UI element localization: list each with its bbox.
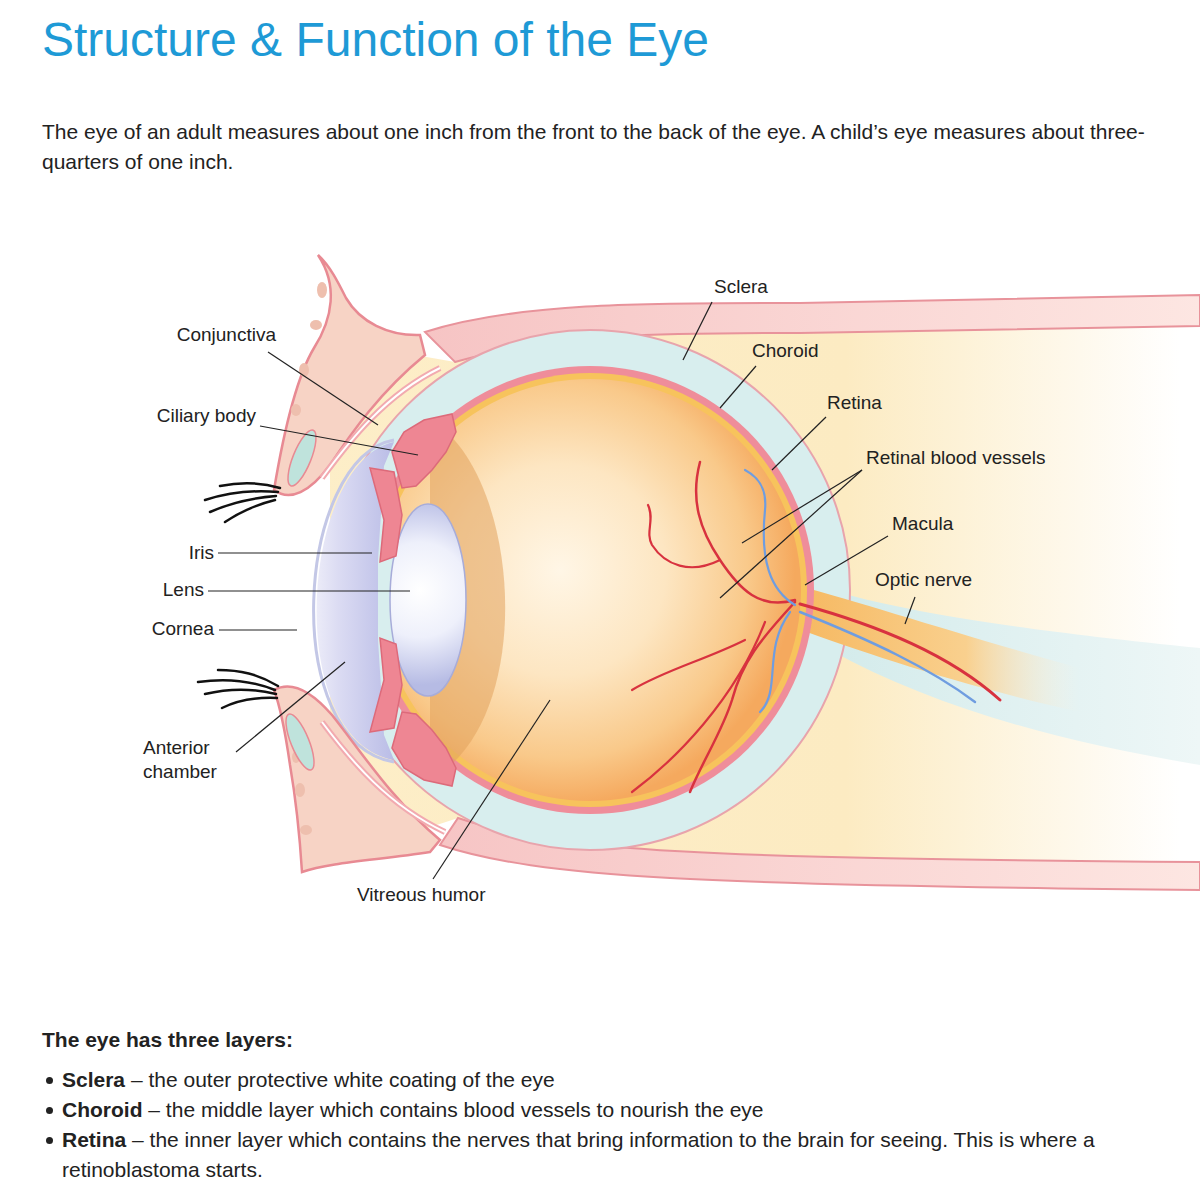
part-label: Choroid [752,340,819,362]
lens [390,504,466,696]
vein [760,612,790,712]
eyelash [225,500,275,522]
iris [370,468,402,562]
section-heading: The eye has three layers: [42,1025,293,1055]
eyelash [210,496,276,512]
leader-line [905,597,915,624]
bone-texture [291,404,301,416]
part-label: Retina [827,392,882,414]
ciliary-body [392,414,456,488]
bone-texture [299,363,309,377]
layer-description: – the outer protective white coating of … [131,1068,555,1091]
conjunctiva [322,722,445,832]
eyelashes [198,483,280,708]
part-label: Cornea [152,618,214,640]
leader-line [236,662,345,752]
blood-vessels [632,462,1000,792]
artery [690,602,795,792]
bullet-dot [46,1107,53,1114]
part-label: Sclera [714,276,768,298]
layer-name: Choroid [62,1098,142,1121]
page-title: Structure & Function of the Eye [42,12,709,68]
leader-line [433,700,550,879]
part-label: Anterior chamber [143,736,243,784]
optic-nerve [796,585,1080,712]
iris [370,638,402,732]
part-label: Conjunctiva [177,324,276,346]
leader-lines [208,302,915,879]
artery [632,640,745,690]
leader-line [219,629,297,630]
part-label: Macula [892,513,953,535]
bullet-item: Choroid – the middle layer which contains… [62,1095,1188,1125]
conjunctiva [322,368,440,478]
intro-text: The eye of an adult measures about one i… [42,117,1182,177]
leader-line [742,470,862,543]
retina [396,373,807,807]
part-label: Iris [189,542,214,564]
ciliary-body [392,712,456,786]
leader-line [720,366,756,408]
bullet-dot [46,1137,53,1144]
leader-line [218,552,372,553]
part-label: Vitreous humor [357,884,486,906]
layer-name: Retina [62,1128,126,1151]
choroid [396,366,814,814]
bullet-item: Sclera – the outer protective white coati… [62,1065,1188,1095]
leader-line [208,590,410,591]
eyelash [220,483,280,488]
bone-texture [310,320,322,330]
leader-line [260,426,418,455]
artery [632,622,765,792]
artery [696,462,795,603]
bone-texture [317,282,327,298]
part-label: Retinal blood vessels [866,447,1046,469]
leader-line [683,302,712,360]
eyelash [222,698,277,708]
leader-line [772,417,826,470]
vitreous-humor [396,379,801,801]
bullet-dot [46,1077,53,1084]
layer-description: – the inner layer which contains the ner… [62,1128,1095,1181]
eyelash [205,690,276,695]
bone-texture [300,825,312,835]
bone-texture [295,783,305,797]
conjunctiva [322,722,445,832]
tarsal-plate [280,711,319,773]
lower-eyelid [274,686,440,872]
globe-interior [396,366,814,814]
part-label: Ciliary body [157,405,256,427]
sclera [330,330,850,850]
upper-eyelid [274,255,425,495]
leader-line [268,352,378,425]
leader-line [720,470,862,598]
eyelash [218,670,278,686]
layer-description: – the middle layer which contains blood … [148,1098,763,1121]
part-label: Optic nerve [875,569,972,591]
part-label: Lens [163,579,204,601]
layer-name: Sclera [62,1068,125,1091]
artery [800,604,1000,700]
bullet-item: Retina– the inner layer which contains t… [62,1125,1188,1185]
orbital-fat [330,326,1200,862]
artery [648,505,720,567]
vein [800,612,975,702]
conjunctiva [322,368,440,478]
